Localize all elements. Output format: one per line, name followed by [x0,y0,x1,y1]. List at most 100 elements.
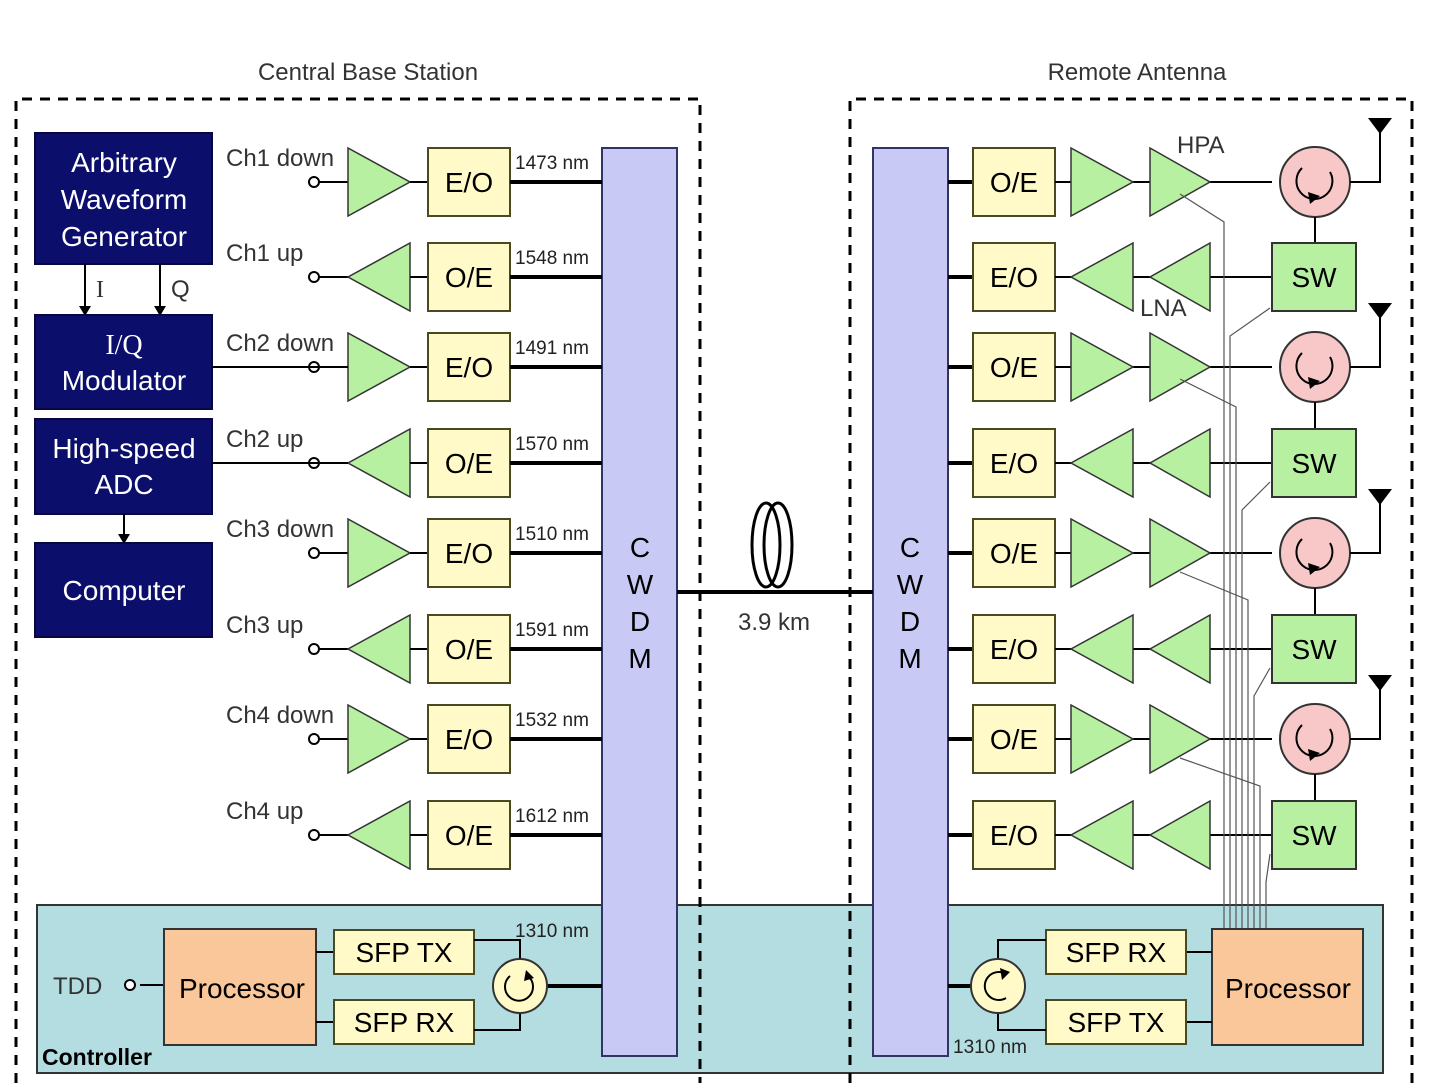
channel-label: Ch3 up [226,612,303,639]
antenna-circulator-icon [1279,703,1351,775]
wavelength-label: 1591 nm [515,620,589,641]
central-ctrl-wavelength: 1310 nm [515,921,589,942]
channel-label: Ch3 down [226,516,334,543]
controller-label: Controller [42,1044,152,1070]
svg-text:W: W [897,569,924,600]
hpa-label: HPA [1177,132,1225,159]
central-processor-label: Processor [179,973,305,1004]
hpa-icon [1149,331,1212,403]
adc-label-line2: ADC [94,469,153,500]
converter-label: O/E [445,262,493,293]
antenna-icon [1368,118,1392,134]
port-terminal [308,271,320,283]
switch-label: SW [1291,262,1337,293]
remote-converter-label: E/O [990,262,1038,293]
bus-line [1229,307,1271,929]
bus-line [1179,757,1261,929]
channel-label: Ch4 down [226,702,334,729]
channel-label: Ch4 up [226,798,303,825]
adc-arrowhead [118,534,130,544]
remote-converter-label: O/E [990,724,1038,755]
computer-block [34,542,213,638]
bus-line [1179,571,1249,929]
remote-converter-box [972,614,1056,684]
antenna-circulator-icon [1279,517,1351,589]
svg-text:C: C [630,532,650,563]
converter-label: O/E [445,820,493,851]
converter-label: E/O [445,352,493,383]
remote-driver-amp-icon [1070,146,1135,218]
remote-sfp-rx-label: SFP RX [1066,937,1167,968]
remote-amp-up-icon [1069,427,1134,499]
iq-modulator-block [34,314,213,410]
remote-converter-label: E/O [990,448,1038,479]
awg-label-line3: Generator [61,221,187,252]
amplifier-down-icon [347,331,412,403]
remote-converter-label: O/E [990,538,1038,569]
port-terminal [308,176,320,188]
switch-label: SW [1291,634,1337,665]
remote-sfp-rx [1045,929,1187,975]
remote-cwdm [872,147,949,1057]
hpa-icon [1149,703,1212,775]
antenna-icon [1368,675,1392,691]
fiber-spool-icon [750,501,794,589]
port-terminal [308,829,320,841]
wavelength-label: 1570 nm [515,434,589,455]
remote-converter-box [972,242,1056,312]
switch-box [1271,428,1357,498]
wavelength-label: 1612 nm [515,806,589,827]
switch-label: SW [1291,448,1337,479]
awg-label-line2: Waveform [61,184,188,215]
q-arrowhead [154,306,166,316]
svg-text:W: W [627,569,654,600]
central-sfp-rx-label: SFP RX [354,1007,455,1038]
amplifier-up-icon [346,613,411,685]
antenna-circulator-icon [1279,146,1351,218]
converter-label: E/O [445,724,493,755]
svg-text:M: M [898,643,921,674]
fiber-length-label: 3.9 km [738,609,810,636]
svg-text:C: C [900,532,920,563]
svg-text:D: D [630,606,650,637]
channel-label: Ch1 up [226,240,303,267]
bus-line [1179,378,1237,929]
amplifier-up-icon [346,799,411,871]
remote-driver-amp-icon [1070,517,1135,589]
remote-converter-box [972,147,1056,217]
remote-processor [1211,928,1364,1046]
awg-label-line1: Arbitrary [71,147,177,178]
remote-ctrl-wavelength: 1310 nm [953,1037,1027,1058]
central-cwdm-label: C W D M [627,532,654,674]
converter-box [427,614,511,684]
lna-icon [1148,241,1211,313]
wavelength-label: 1532 nm [515,710,589,731]
converter-label: O/E [445,634,493,665]
remote-amp-up-icon [1069,613,1134,685]
remote-converter-label: E/O [990,634,1038,665]
iq-label-line1: I/Q [105,330,142,361]
central-circulator-icon [492,958,548,1014]
channel-label: Ch2 up [226,426,303,453]
port-terminal [308,547,320,559]
amplifier-down-icon [347,703,412,775]
switch-label: SW [1291,820,1337,851]
port-terminal [308,733,320,745]
switch-box [1271,614,1357,684]
converter-box [427,147,511,217]
remote-sfp-tx [1045,999,1187,1045]
channel-label: Ch1 down [226,145,334,172]
port-terminal [308,643,320,655]
central-sfp-tx-label: SFP TX [355,937,452,968]
tdd-terminal [124,979,136,991]
lna-icon [1148,613,1211,685]
wavelength-label: 1491 nm [515,338,589,359]
converter-box [427,332,511,402]
wavelength-label: 1510 nm [515,524,589,545]
remote-amp-up-icon [1069,241,1134,313]
bus-line [1179,193,1225,929]
converter-label: E/O [445,538,493,569]
remote-region-title: Remote Antenna [1048,59,1227,86]
converter-box [427,800,511,870]
switch-box [1271,242,1357,312]
